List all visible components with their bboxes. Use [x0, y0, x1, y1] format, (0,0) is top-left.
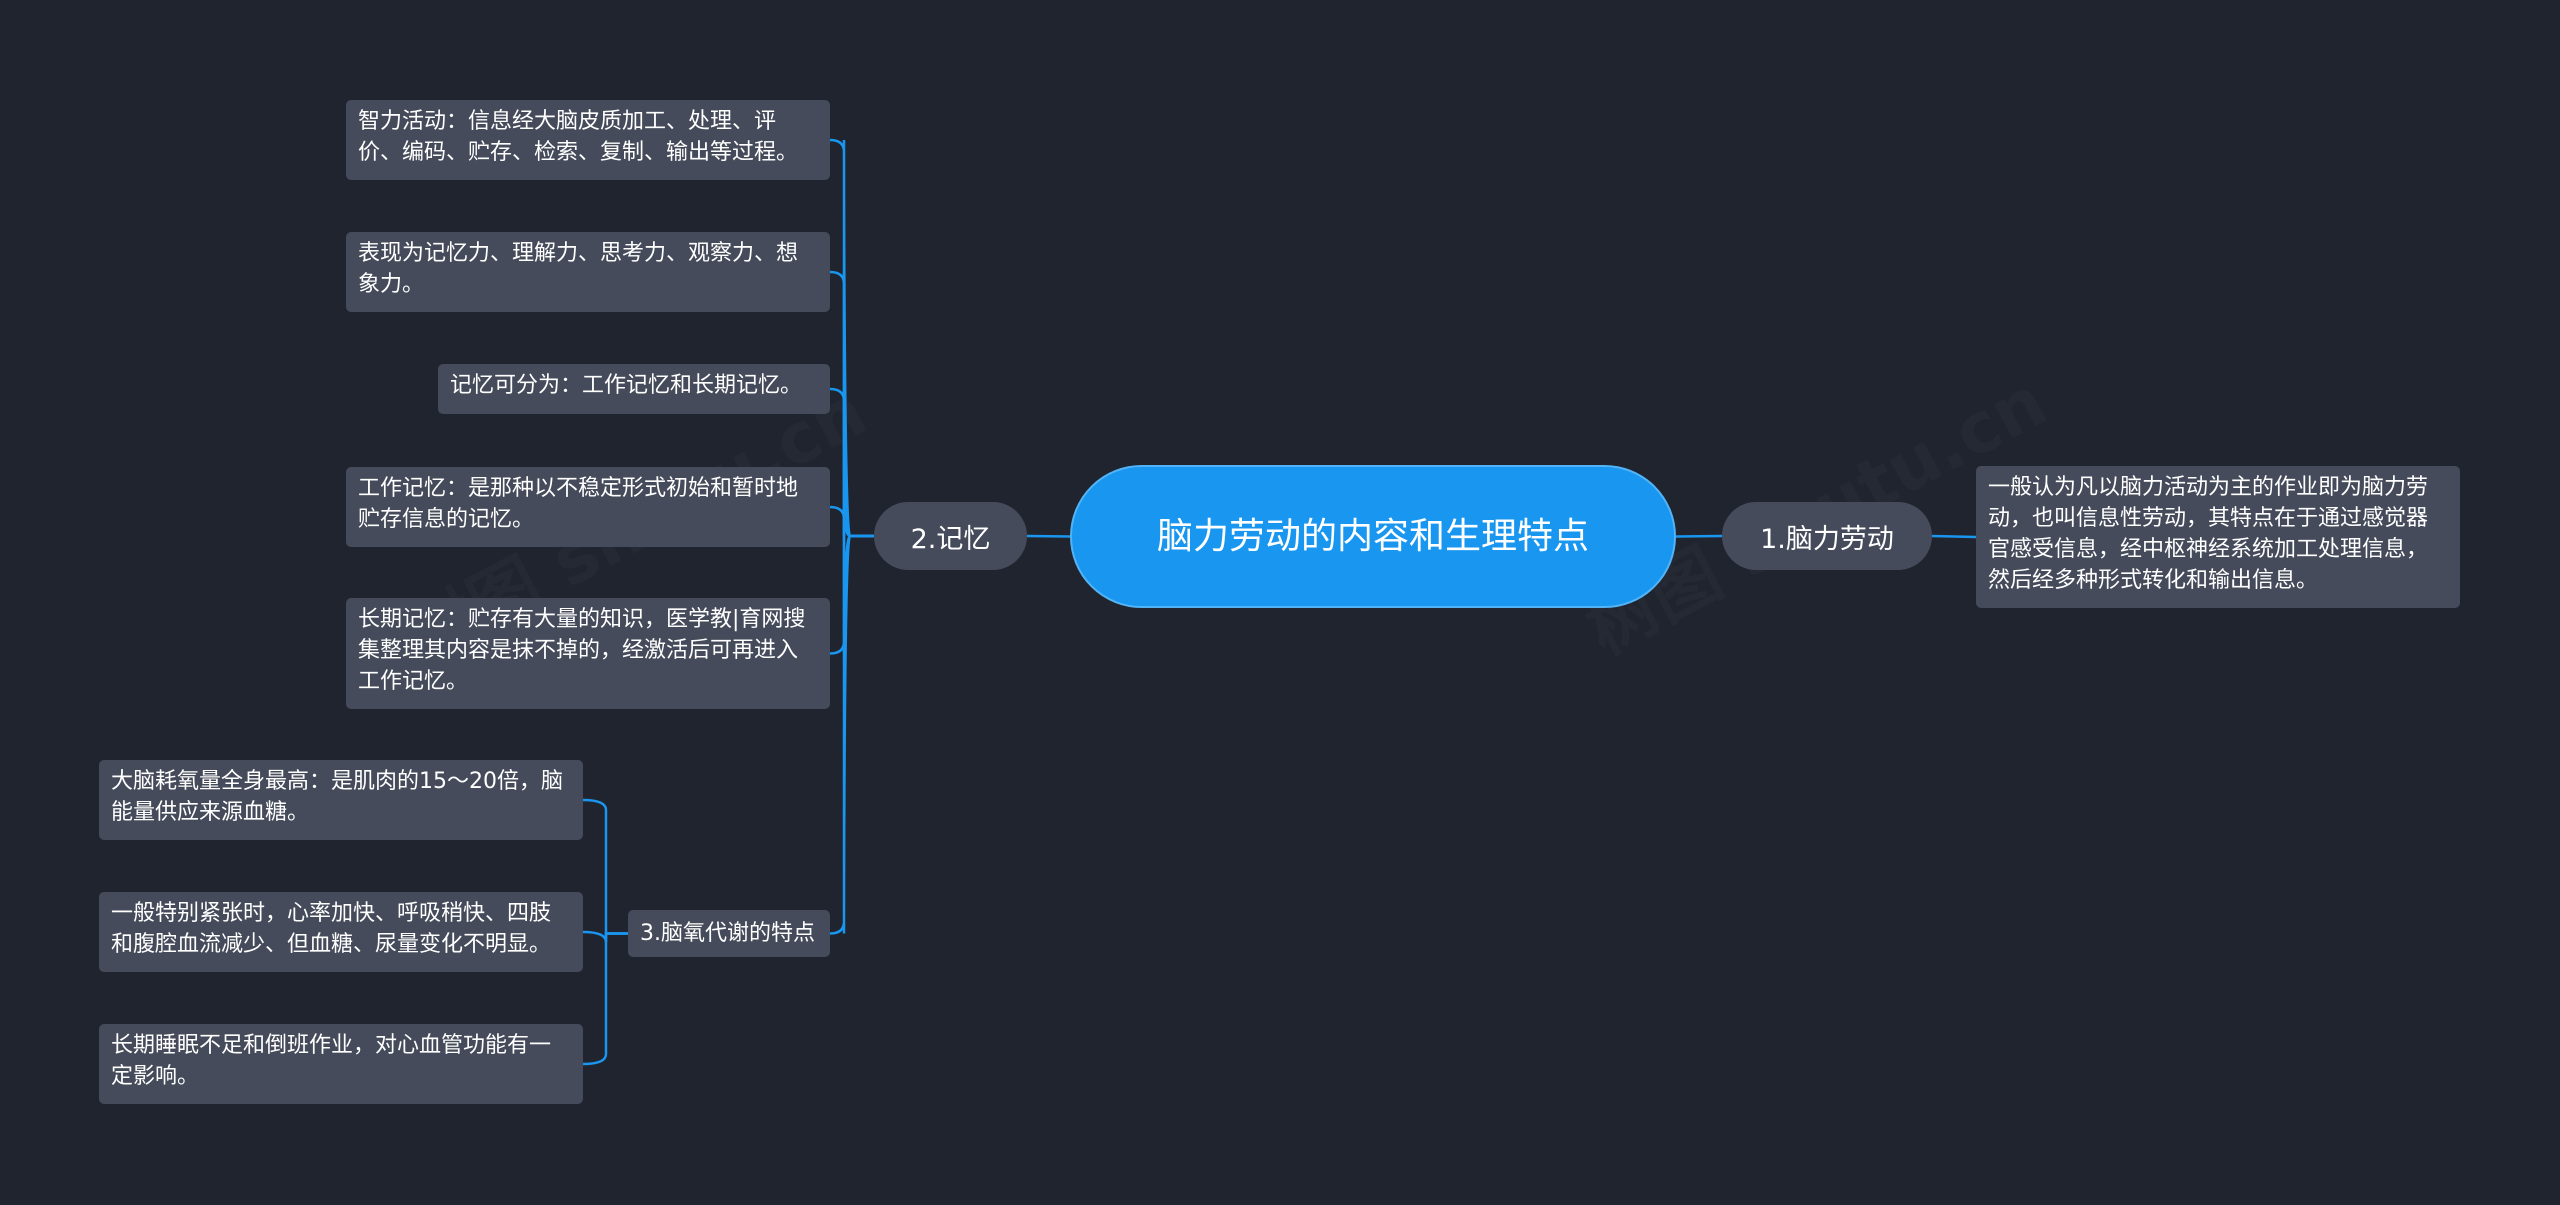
leaf-topic[interactable]: 一般认为凡以脑力活动为主的作业即为脑力劳动，也叫信息性劳动，其特点在于通过感觉器… — [1976, 466, 2460, 608]
leaf-topic[interactable]: 工作记忆：是那种以不稳定形式初始和暂时地贮存信息的记忆。 — [346, 467, 830, 547]
connector-branch-to-leaf — [829, 270, 874, 538]
connector-branch-to-leaf — [829, 138, 874, 538]
root-topic-label: 脑力劳动的内容和生理特点 — [1156, 515, 1589, 557]
leaf-topic[interactable]: 智力活动：信息经大脑皮质加工、处理、评价、编码、贮存、检索、复制、输出等过程。 — [346, 100, 830, 180]
branch-topic-memory[interactable]: 2.记忆 — [874, 502, 1027, 570]
connector-branch-to-leaf — [829, 534, 874, 655]
connector-branch-to-subbranch — [829, 534, 874, 935]
connector-branch-to-leaf — [829, 387, 874, 538]
connector-root-to-branch — [1675, 534, 1723, 538]
connector-branch-to-leaf — [829, 505, 874, 538]
leaf-topic-text: 智力活动：信息经大脑皮质加工、处理、评价、编码、贮存、检索、复制、输出等过程。 — [358, 109, 799, 165]
leaf-topic[interactable]: 记忆可分为：工作记忆和长期记忆。 — [438, 364, 830, 414]
leaf-topic[interactable]: 大脑耗氧量全身最高：是肌肉的15～20倍，脑能量供应来源血糖。 — [99, 760, 583, 840]
connector-root-to-branch — [1026, 534, 1071, 538]
branch-topic-label: 1.脑力劳动 — [1760, 523, 1894, 555]
connector-subbranch-to-leaf — [582, 798, 628, 935]
leaf-topic[interactable]: 表现为记忆力、理解力、思考力、观察力、想象力。 — [346, 232, 830, 312]
leaf-topic-text: 记忆可分为：工作记忆和长期记忆。 — [450, 373, 803, 398]
leaf-topic-text: 表现为记忆力、理解力、思考力、观察力、想象力。 — [358, 241, 799, 297]
leaf-topic[interactable]: 长期记忆：贮存有大量的知识，医学教|育网搜集整理其内容是抹不掉的，经激活后可再进… — [346, 598, 830, 709]
leaf-topic-text: 长期睡眠不足和倒班作业，对心血管功能有一定影响。 — [111, 1033, 552, 1089]
leaf-topic-text: 工作记忆：是那种以不稳定形式初始和暂时地贮存信息的记忆。 — [358, 476, 799, 532]
leaf-topic-text: 一般特别紧张时，心率加快、呼吸稍快、四肢和腹腔血流减少、但血糖、尿量变化不明显。 — [111, 901, 552, 957]
leaf-topic-text: 一般认为凡以脑力活动为主的作业即为脑力劳动，也叫信息性劳动，其特点在于通过感觉器… — [1988, 475, 2429, 593]
leaf-topic[interactable]: 一般特别紧张时，心率加快、呼吸稍快、四肢和腹腔血流减少、但血糖、尿量变化不明显。 — [99, 892, 583, 972]
connector-subbranch-to-leaf — [582, 932, 628, 1066]
leaf-topic[interactable]: 长期睡眠不足和倒班作业，对心血管功能有一定影响。 — [99, 1024, 583, 1104]
leaf-topic-text: 大脑耗氧量全身最高：是肌肉的15～20倍，脑能量供应来源血糖。 — [111, 769, 563, 825]
branch-topic-label: 3.脑氧代谢的特点 — [640, 921, 815, 946]
leaf-topic-text: 长期记忆：贮存有大量的知识，医学教|育网搜集整理其内容是抹不掉的，经激活后可再进… — [358, 607, 806, 694]
branch-topic-mental-labor[interactable]: 1.脑力劳动 — [1722, 502, 1932, 570]
branch-topic-brain-oxygen-metabolism[interactable]: 3.脑氧代谢的特点 — [628, 910, 830, 957]
branch-topic-label: 2.记忆 — [910, 523, 991, 555]
connector-branch-to-leaf — [1931, 534, 1977, 539]
root-topic[interactable]: 脑力劳动的内容和生理特点 — [1070, 465, 1676, 608]
